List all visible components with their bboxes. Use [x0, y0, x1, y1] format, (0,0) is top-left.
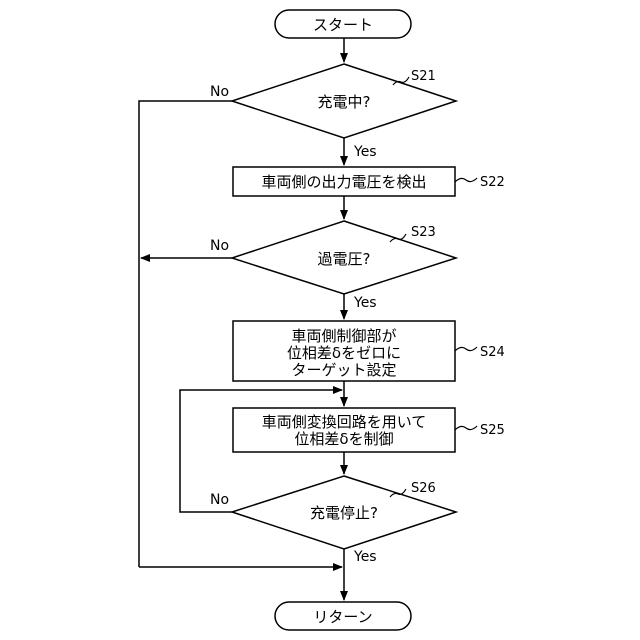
process-s24: 車両側制御部が 位相差δをゼロに ターゲット設定: [233, 321, 455, 381]
s26-yes-label: Yes: [353, 549, 377, 565]
s21-yes-label: Yes: [353, 144, 377, 160]
step-label-s21: S21: [411, 69, 436, 84]
process-s22: 車両側の出力電圧を検出: [233, 167, 455, 196]
process-s25-line-1: 車両側変換回路を用いて: [262, 413, 427, 431]
process-s24-line-2: 位相差δをゼロに: [287, 344, 401, 362]
s23-no-label: No: [210, 238, 229, 254]
process-s25-line-2: 位相差δを制御: [294, 430, 393, 448]
decision-s26-label: 充電停止?: [310, 504, 378, 522]
leader-s25: [455, 426, 477, 430]
process-s24-line-3: ターゲット設定: [291, 361, 396, 379]
start-label: スタート: [313, 16, 373, 34]
step-label-s22: S22: [480, 175, 505, 190]
s21-no-label: No: [210, 84, 229, 100]
s23-yes-label: Yes: [353, 295, 377, 311]
step-label-s24: S24: [480, 345, 505, 360]
decision-s23-label: 過電圧?: [318, 250, 371, 268]
step-label-s23: S23: [411, 225, 436, 240]
step-label-s25: S25: [480, 423, 505, 438]
s26-no-label: No: [210, 492, 229, 508]
process-s24-line-1: 車両側制御部が: [291, 327, 396, 345]
leader-s22: [455, 178, 477, 182]
return-node: リターン: [275, 602, 411, 630]
step-label-s26: S26: [411, 481, 436, 496]
decision-s21-label: 充電中?: [318, 93, 371, 111]
return-label: リターン: [313, 608, 372, 626]
leader-s24: [455, 347, 477, 351]
process-s22-label: 車両側の出力電圧を検出: [261, 173, 426, 191]
process-s25: 車両側変換回路を用いて 位相差δを制御: [233, 408, 455, 452]
start-node: スタート: [275, 10, 411, 38]
